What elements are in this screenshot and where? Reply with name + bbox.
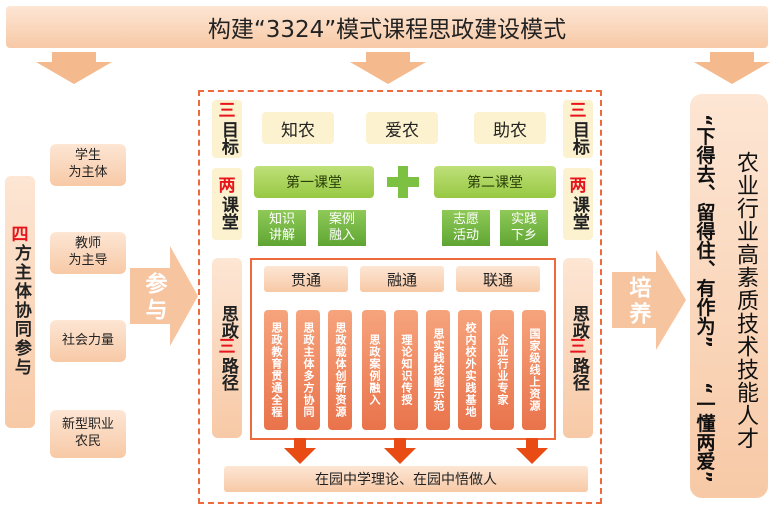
- down-arrow-left-icon: [36, 52, 112, 84]
- participant-society: 社会力量: [50, 320, 126, 362]
- item-volunteer: 志愿 活动: [442, 210, 490, 246]
- path-item: 思实践技能示范: [426, 310, 450, 430]
- goal-help-agri: 助农: [474, 112, 546, 144]
- path-item: 理论知识传授: [394, 310, 418, 430]
- bottom-banner: 在园中学理论、在园中悟做人: [224, 466, 588, 492]
- paths-label-left: 思政 三 路径: [212, 258, 242, 438]
- down-arrow-icon: [516, 438, 548, 464]
- four-rest: 方主体协同参与: [10, 244, 31, 378]
- participate-label: 参与: [141, 272, 167, 324]
- cultivate-arrow-icon: [612, 250, 686, 350]
- title-banner: 构建“3324”模式课程思政建设模式: [6, 6, 768, 48]
- down-arrow-icon: [284, 438, 316, 464]
- page-title: 构建“3324”模式课程思政建设模式: [207, 17, 567, 43]
- item-practice-village: 实践 下乡: [500, 210, 548, 246]
- down-arrow-center-icon: [350, 52, 426, 84]
- path-item: 校内校外实践基地: [458, 310, 482, 430]
- path-item: 国家级线上资源: [522, 310, 546, 430]
- second-classroom: 第二课堂: [434, 166, 556, 198]
- path-item: 思政主体多方协同: [296, 310, 320, 430]
- talent-panel: [690, 94, 768, 498]
- participate-arrow-icon: [130, 246, 198, 346]
- classes-label-right: 两 课堂: [563, 168, 593, 240]
- goals-label-right: 三 目标: [563, 100, 593, 158]
- top-arrows: [36, 52, 770, 84]
- path-item: 思政载体创新资源: [328, 310, 352, 430]
- path-item: 思政案例融入: [362, 310, 386, 430]
- item-case-integrate: 案例 融入: [318, 210, 366, 246]
- paths-label-right: 思政 三 路径: [563, 258, 593, 438]
- goals-label-left: 三 目标: [212, 100, 242, 158]
- path-liantong: 联通: [456, 266, 540, 292]
- talent-text: 农业行业高素质技术技能人才: [733, 150, 758, 450]
- goal-love-agri: 爱农: [366, 112, 438, 144]
- down-arrow-right-icon: [694, 52, 770, 84]
- goal-know-agri: 知农: [262, 112, 334, 144]
- center-frame: [198, 90, 602, 504]
- path-item: 思政教育贯通全程: [264, 310, 288, 430]
- plus-icon: [387, 166, 419, 198]
- participant-farmers: 新型职业 农民: [50, 410, 126, 458]
- item-knowledge-explain: 知识 讲解: [258, 210, 306, 246]
- path-guantong: 贯通: [264, 266, 348, 292]
- cultivate-label: 培养: [625, 276, 651, 328]
- participant-teacher: 教师 为主导: [50, 232, 126, 274]
- slogan-line1: “下得去、留得住、有作为”: [693, 114, 716, 348]
- path-item: 企业行业专家: [490, 310, 514, 430]
- down-arrow-icon: [384, 438, 416, 464]
- first-classroom: 第一课堂: [254, 166, 374, 198]
- bottom-arrows: [284, 438, 548, 464]
- four-parties-label: 四 方主体协同参与: [5, 176, 35, 428]
- slogan-line2: “一懂两爱”: [693, 381, 716, 483]
- four-red: 四: [11, 224, 29, 245]
- participant-student: 学生 为主体: [50, 144, 126, 186]
- classes-label-left: 两 课堂: [212, 168, 242, 240]
- path-rongtong: 融通: [360, 266, 444, 292]
